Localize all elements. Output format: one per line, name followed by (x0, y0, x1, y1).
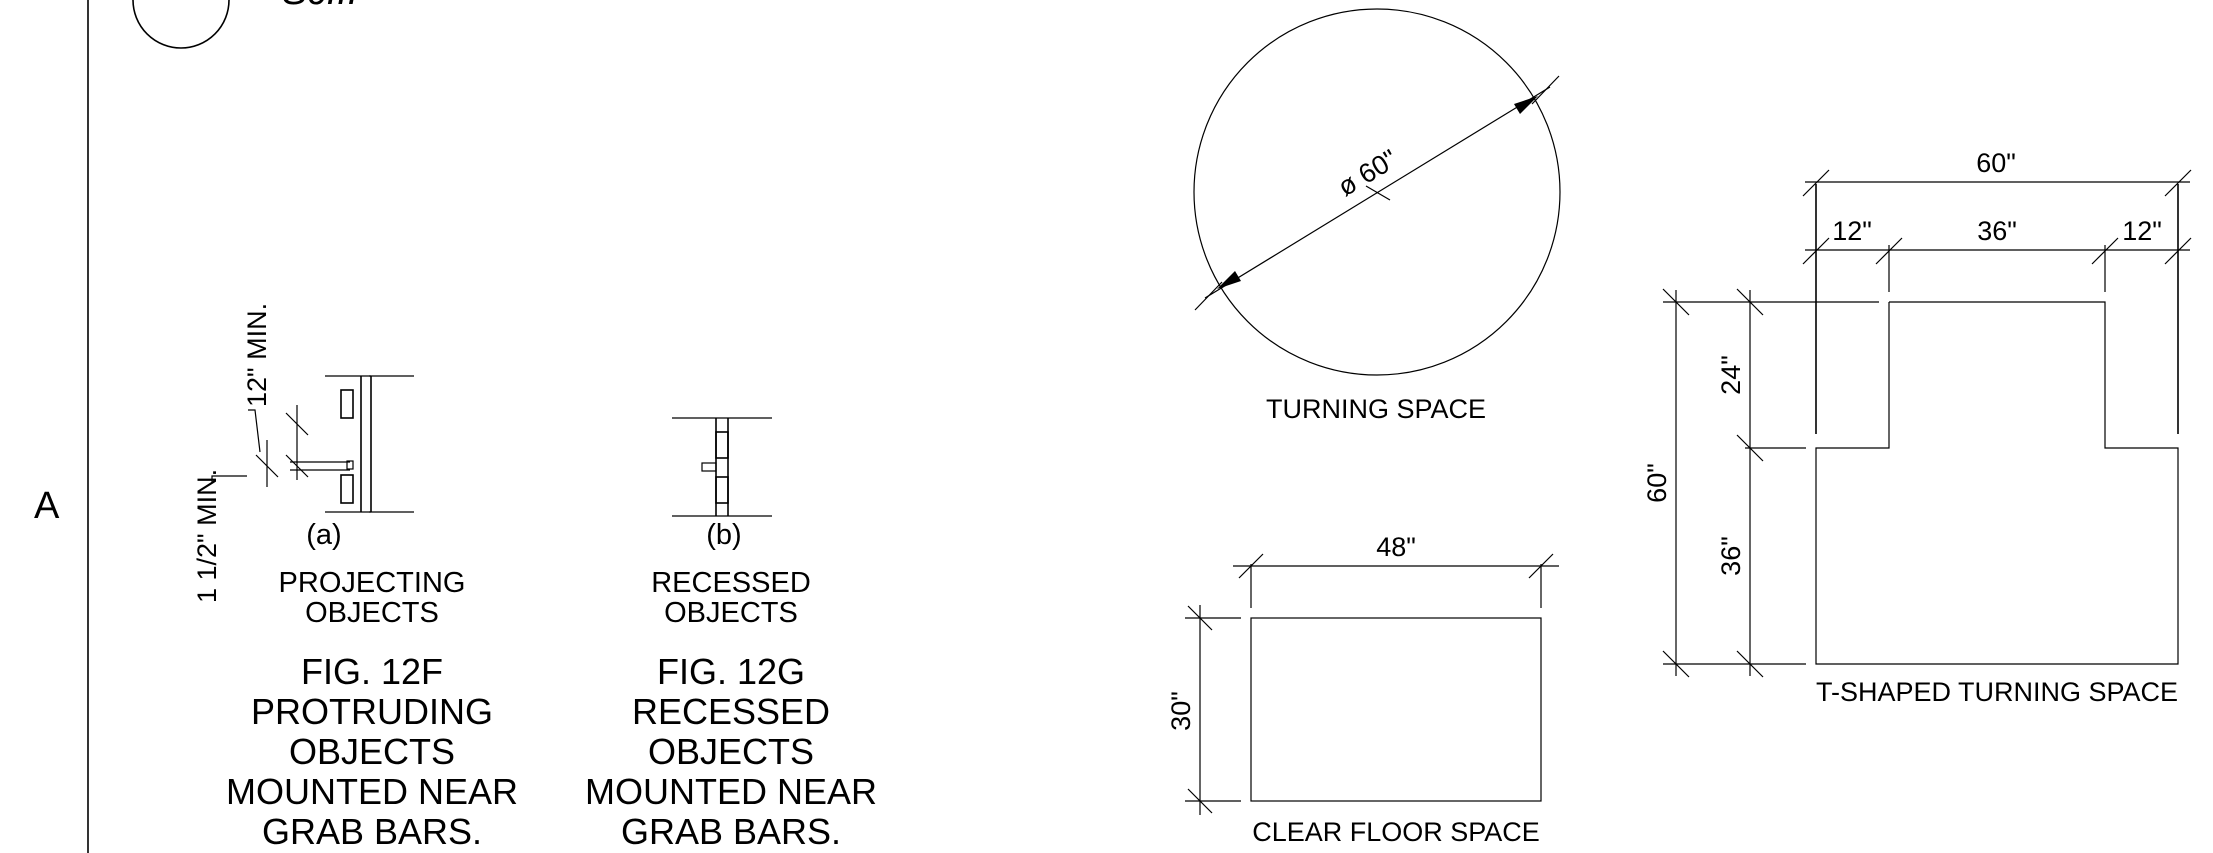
t-left-segment-label: 12" (1832, 216, 1872, 246)
t-turning-space-drawing (1662, 169, 2192, 678)
clear-floor-width-label: 48" (1376, 532, 1416, 562)
dim-12-min: 12" MIN. (242, 303, 272, 407)
turning-circle (1193, 8, 1561, 376)
t-upper-height-label: 24" (1716, 355, 1746, 395)
t-lower-height-label: 36" (1716, 536, 1746, 576)
t-right-segment-label: 12" (2122, 216, 2162, 246)
fig-12g-line-2: RECESSED (632, 691, 830, 732)
caption-projecting-objects-2: OBJECTS (305, 597, 439, 629)
caption-recessed-objects-1: RECESSED (651, 567, 811, 599)
fig-12g-line-4: MOUNTED NEAR (585, 771, 877, 812)
view-label-b: (b) (706, 519, 741, 551)
detail-12f-drawing (211, 375, 414, 513)
t-overall-width-label: 60" (1976, 148, 2016, 178)
t-overall-height-label: 60" (1642, 463, 1672, 503)
fig-12g-line-1: FIG. 12G (657, 651, 805, 692)
caption-t-shaped-turning-space: T-SHAPED TURNING SPACE (1816, 677, 2178, 707)
fig-12f-line-3: OBJECTS (289, 731, 455, 772)
clear-floor-space-drawing (1185, 553, 1559, 815)
caption-recessed-objects-2: OBJECTS (664, 597, 798, 629)
fig-12f-line-4: MOUNTED NEAR (226, 771, 518, 812)
title-fragment: Sc... (282, 0, 358, 13)
fig-12g-line-5: GRAB BARS. (621, 811, 841, 852)
fig-12g-line-3: OBJECTS (648, 731, 814, 772)
fig-12f-line-2: PROTRUDING (251, 691, 493, 732)
detail-12g-drawing (672, 417, 772, 517)
detail-bubble-arc (132, 0, 230, 49)
caption-projecting-objects-1: PROJECTING (279, 567, 466, 599)
diameter-label: ø 60" (1333, 144, 1403, 202)
t-middle-segment-label: 36" (1977, 216, 2017, 246)
clear-floor-rect (1250, 617, 1542, 802)
caption-clear-floor-space: CLEAR FLOOR SPACE (1252, 817, 1540, 847)
fig-12f-line-1: FIG. 12F (301, 651, 443, 692)
turning-space-drawing (1193, 8, 1561, 376)
fig-12f-line-5: GRAB BARS. (262, 811, 482, 852)
caption-turning-space: TURNING SPACE (1266, 394, 1486, 424)
clear-floor-depth-label: 30" (1166, 691, 1196, 731)
view-label-a: (a) (306, 519, 341, 551)
t-shape-outline (1815, 301, 2179, 665)
row-marker: A (34, 485, 60, 527)
dim-1-1-2-min: 1 1/2" MIN. (192, 469, 222, 603)
